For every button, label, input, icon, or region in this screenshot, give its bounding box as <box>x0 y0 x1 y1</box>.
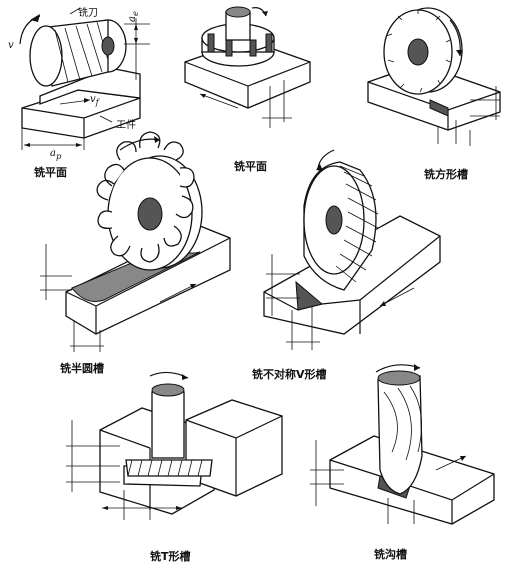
workpiece-label: 工件 <box>116 120 136 131</box>
caption-t-slot: 铣T形槽 <box>150 550 191 563</box>
panel-face-milling <box>184 6 311 128</box>
panel-square-slot <box>367 7 501 146</box>
caption-plain-milling: 铣平面 <box>34 166 67 179</box>
caption-square-slot: 铣方形槽 <box>424 168 468 181</box>
caption-half-round-groove: 铣半圆槽 <box>60 362 104 375</box>
width-of-cut-label: ae <box>126 11 140 22</box>
convex-cutter <box>96 131 203 271</box>
end-mill-cutter <box>375 364 423 495</box>
panel-asymmetric-v-groove <box>263 149 441 350</box>
panel-half-round-groove <box>40 131 231 352</box>
panel-t-slot <box>66 371 283 520</box>
caption-groove: 铣沟槽 <box>374 548 407 561</box>
panel-plain-milling-cylindrical <box>19 7 150 150</box>
angle-cutter <box>303 149 379 291</box>
depth-of-cut-label: ap <box>50 148 62 161</box>
caption-asymmetric-v-groove: 铣不对称V形槽 <box>252 368 327 381</box>
feed-speed-label: vf <box>90 94 99 107</box>
panel-groove-end-mill <box>310 364 495 525</box>
cutter-label: 铣刀 <box>78 8 98 19</box>
t-slot-cutter <box>125 371 213 477</box>
cutting-speed-label: v <box>8 40 14 51</box>
side-face-cutter <box>383 7 463 95</box>
face-mill-cutter <box>201 6 275 67</box>
caption-face-milling: 铣平面 <box>234 160 267 173</box>
cylindrical-cutter <box>19 14 127 87</box>
